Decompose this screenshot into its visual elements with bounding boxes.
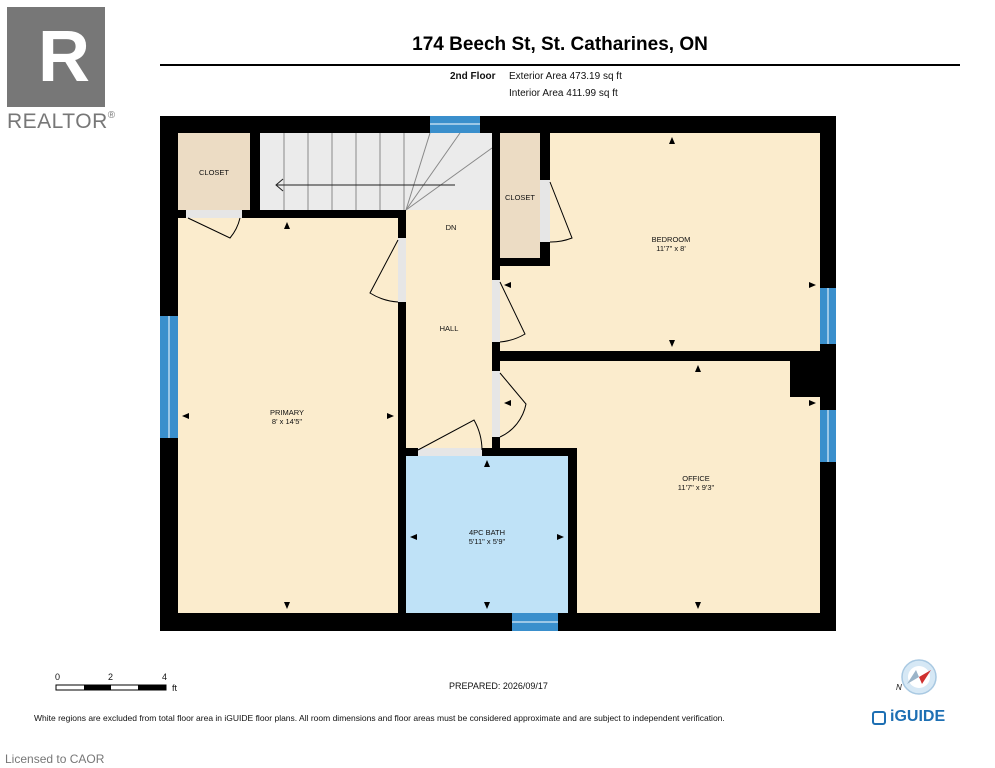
prepared-date: PREPARED: 2026/09/17: [449, 681, 548, 691]
exterior-area: Exterior Area 473.19 sq ft: [509, 71, 622, 82]
scale-tick-0: 0: [55, 672, 61, 682]
licensed-to: Licensed to CAOR: [5, 752, 105, 766]
realtor-logo: R: [7, 7, 105, 107]
iguide-brand: iGUIDE: [890, 708, 946, 725]
hall-label: HALL: [439, 324, 459, 333]
office-dims: 11'7" x 9'3": [677, 483, 715, 492]
primary-dims: 8' x 14'5": [271, 417, 303, 426]
scale-unit: ft: [172, 683, 178, 693]
bath-fill: [406, 456, 568, 613]
hall-fill: [406, 210, 492, 448]
interior-area: Interior Area 411.99 sq ft: [509, 88, 618, 99]
primary-label: PRIMARY: [269, 408, 305, 417]
stair-treads: [275, 132, 493, 211]
footer-disclaimer: White regions are excluded from total fl…: [34, 713, 725, 723]
iguide-logo-icon: [872, 711, 886, 725]
scale-tick-4: 4: [162, 672, 168, 682]
realtor-logo-letter: R: [38, 17, 90, 97]
compass-icon: [901, 659, 937, 695]
closet-left-fill: [178, 133, 250, 210]
title-rule: [160, 64, 960, 66]
bedroom-label: BEDROOM: [651, 235, 691, 244]
closet-mid-label: CLOSET: [504, 193, 535, 202]
bath-dims: 5'11" x 5'9": [468, 537, 506, 546]
scale-tick-2: 2: [108, 672, 114, 682]
scale-bar: [55, 684, 167, 691]
registered-mark: ®: [107, 110, 116, 121]
bedroom-alcove-fill: [500, 264, 540, 351]
office-lower-fill: [577, 448, 820, 613]
door-swings: [186, 180, 573, 456]
closet-mid-fill: [500, 133, 540, 258]
window-mullions: [168, 123, 829, 623]
compass-north-label: N: [896, 683, 902, 692]
dimension-arrows: [182, 137, 816, 609]
bath-label: 4PC BATH: [468, 528, 506, 537]
stair-fill: [260, 133, 492, 210]
floor-label: 2nd Floor: [450, 71, 496, 82]
bedroom-fill: [540, 133, 820, 351]
walls: [160, 116, 836, 631]
office-upper-fill: [500, 361, 820, 448]
primary-fill: [178, 218, 398, 613]
address-title: 174 Beech St, St. Catharines, ON: [412, 34, 708, 55]
bedroom-dims: 11'7" x 8': [656, 244, 686, 253]
realtor-wordmark: REALTOR®: [7, 110, 116, 134]
closet-left-label: CLOSET: [198, 168, 229, 177]
realtor-wordmark-text: REALTOR: [7, 110, 108, 133]
office-label: OFFICE: [682, 474, 710, 483]
stair-dn-label: DN: [445, 223, 457, 232]
